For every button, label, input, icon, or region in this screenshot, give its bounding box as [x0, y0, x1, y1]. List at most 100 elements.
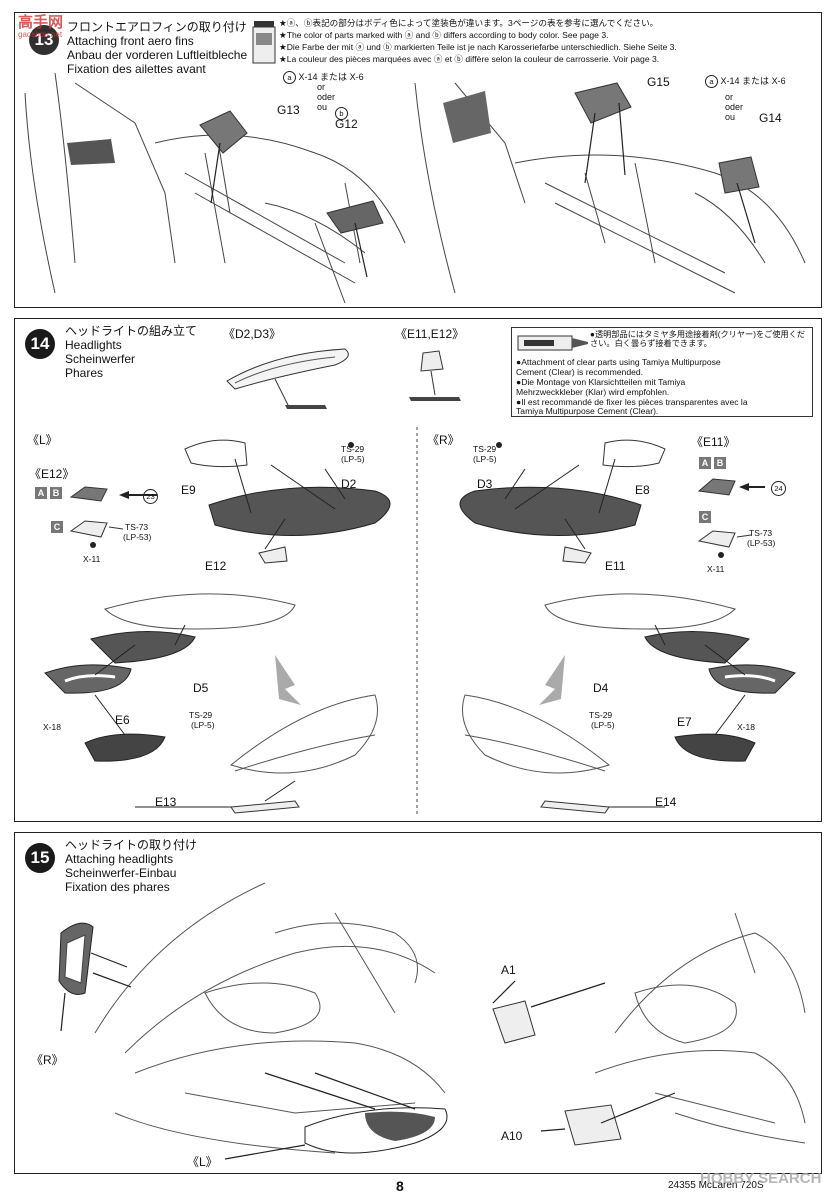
clear-cement-note: ●透明部品にはタミヤ多用途接着剤(クリヤー)をご使用ください。白く曇らず接着でき…	[511, 327, 813, 417]
right-color-a-badge: A	[699, 457, 711, 469]
left-ts29b: TS-29	[189, 710, 213, 720]
right-e11-small-drawing	[697, 478, 765, 496]
part-label-e14: E14	[655, 795, 677, 809]
left-color-c-badge: C	[51, 521, 63, 533]
note-line-4: ●Die Montage von Klarsichtteilen mit Tam…	[516, 377, 686, 387]
watermark-top-left: 高手网	[18, 14, 64, 31]
part-label-e6: E6	[115, 713, 130, 727]
step13-left-car-drawing	[24, 72, 406, 304]
left-lp5b: (LP-5)	[191, 720, 215, 730]
left-x18: X-18	[43, 722, 61, 732]
note-line-7: Tamiya Multipurpose Cement (Clear).	[516, 406, 659, 416]
step14-title-en: Headlights	[65, 338, 122, 352]
step13-left-paint-b: b	[335, 107, 348, 120]
right-lp5b: (LP-5)	[591, 720, 615, 730]
footer-code: 24355 McLaren 720S	[668, 1180, 764, 1191]
step13-panel: 13 フロントエアロフィンの取り付け Attaching front aero …	[14, 12, 822, 308]
clear-part-d-drawing	[226, 348, 349, 409]
note-line-2: ●Attachment of clear parts using Tamiya …	[516, 357, 721, 367]
step13-note-line-4: ★La couleur des pièces marquées avec ⓐ e…	[279, 54, 660, 64]
note-line-3: Cement (Clear) is recommended.	[516, 367, 644, 377]
paint-jar-icon	[252, 21, 276, 64]
step15-number: 15	[30, 848, 50, 867]
left-lp5: (LP-5)	[341, 454, 365, 464]
step13-note-line-3: ★Die Farbe der mit ⓐ und ⓑ markierten Te…	[279, 42, 677, 52]
part-label-e8: E8	[635, 483, 650, 497]
part-label-a1: A1	[501, 963, 516, 977]
step13-title-fr: Fixation des ailettes avant	[67, 62, 206, 76]
step13-right-car-drawing	[414, 82, 806, 294]
right-color-c-badge: C	[699, 511, 711, 523]
note-line-6: ●Il est recommandé de fixer les pièces t…	[516, 397, 748, 407]
part-label-e9: E9	[181, 483, 196, 497]
step14-title-jp: ヘッドライトの組み立て	[65, 324, 198, 338]
part-label-g15: G15	[647, 75, 670, 89]
page-number: 8	[396, 1178, 404, 1194]
step14-panel: 14 ヘッドライトの組み立て Headlights Scheinwerfer P…	[14, 318, 822, 822]
step15-panel: 15 ヘッドライトの取り付け Attaching headlights Sche…	[14, 832, 822, 1174]
right-e11-c-drawing	[697, 530, 752, 558]
step13-note-line-2: ★The color of parts marked with ⓐ and ⓑ …	[279, 30, 609, 40]
right-e-group-label: 《E11》	[691, 435, 736, 449]
step13-title-jp: フロントエアロフィンの取り付け	[67, 20, 247, 34]
step13-number: 13	[34, 30, 54, 49]
left-headlight-lower-drawing	[44, 593, 378, 814]
step13-title-de: Anbau der vorderen Luftleitbleche	[67, 48, 248, 62]
part-label-e11: E11	[605, 559, 626, 573]
right-ts73: TS-73	[749, 528, 773, 538]
step13-number-badge: 13	[29, 25, 59, 55]
left-lp53: (LP-53)	[123, 532, 152, 542]
right-lp5: (LP-5)	[473, 454, 497, 464]
step14-e-label: 《E11,E12》	[395, 327, 465, 341]
left-color-a-badge: A	[35, 487, 47, 499]
left-e-group-label: 《E12》	[29, 467, 75, 481]
part-label-g12: G12	[335, 117, 358, 131]
step15-number-badge: 15	[25, 843, 55, 873]
step15-title-de: Scheinwerfer-Einbau	[65, 866, 177, 880]
clear-part-e-drawing	[409, 350, 461, 401]
right-headlight-lower-drawing	[462, 593, 796, 814]
right-x18: X-18	[737, 722, 755, 732]
step13-left-paint-a: a X-14 または X-6	[283, 71, 364, 84]
right-x11: X-11	[707, 564, 725, 574]
part-label-e13: E13	[155, 795, 177, 809]
step15-r-label: 《R》	[31, 1053, 64, 1067]
step13-right-paint-a: a X-14 または X-6	[705, 75, 786, 88]
part-label-g13: G13	[277, 103, 300, 117]
right-headlight-upper-drawing	[459, 439, 666, 564]
step14-divider	[416, 427, 418, 817]
right-ts29: TS-29	[473, 444, 497, 454]
watermark-top-left-url: gaoshou.net	[18, 30, 63, 39]
right-color-b-badge: B	[714, 457, 726, 469]
left-e12-small-drawing	[69, 486, 157, 502]
note-line-1: ●透明部品にはタミヤ多用途接着剤(クリヤー)をご使用ください。白く曇らず接着でき…	[590, 330, 806, 349]
note-line-5: Mehrzweckkleber (Klar) wird empfohlen.	[516, 387, 670, 397]
right-lp53: (LP-53)	[747, 538, 776, 548]
part-label-a10: A10	[501, 1129, 523, 1143]
left-ts29: TS-29	[341, 444, 365, 454]
step15-title-en: Attaching headlights	[65, 852, 174, 866]
cement-bottle-icon	[517, 335, 588, 351]
step14-title-fr: Phares	[65, 366, 104, 380]
right-ref-24: 24	[771, 481, 786, 496]
step14-number-badge: 14	[25, 329, 55, 359]
left-ref-23: 23	[143, 489, 158, 504]
part-label-e7: E7	[677, 715, 692, 729]
left-color-b-badge: B	[50, 487, 62, 499]
left-e12-c-drawing	[69, 520, 124, 548]
part-label-d3: D3	[477, 477, 493, 491]
step13-title-en: Attaching front aero fins	[67, 34, 194, 48]
part-label-d2: D2	[341, 477, 357, 491]
part-label-d4: D4	[593, 681, 609, 695]
step15-car-front-drawing	[58, 882, 806, 1160]
step15-title-jp: ヘッドライトの取り付け	[65, 838, 198, 852]
left-x11: X-11	[83, 554, 101, 564]
step14-number: 14	[30, 334, 50, 353]
left-ts73: TS-73	[125, 522, 149, 532]
right-side-label: 《R》	[427, 433, 460, 447]
part-label-d5: D5	[193, 681, 209, 695]
step13-note-line-1: ★ⓐ、ⓑ表記の部分はボディ色によって塗装色が違います。3ページの表を参考に選んで…	[279, 18, 659, 28]
step14-title-de: Scheinwerfer	[65, 352, 136, 366]
